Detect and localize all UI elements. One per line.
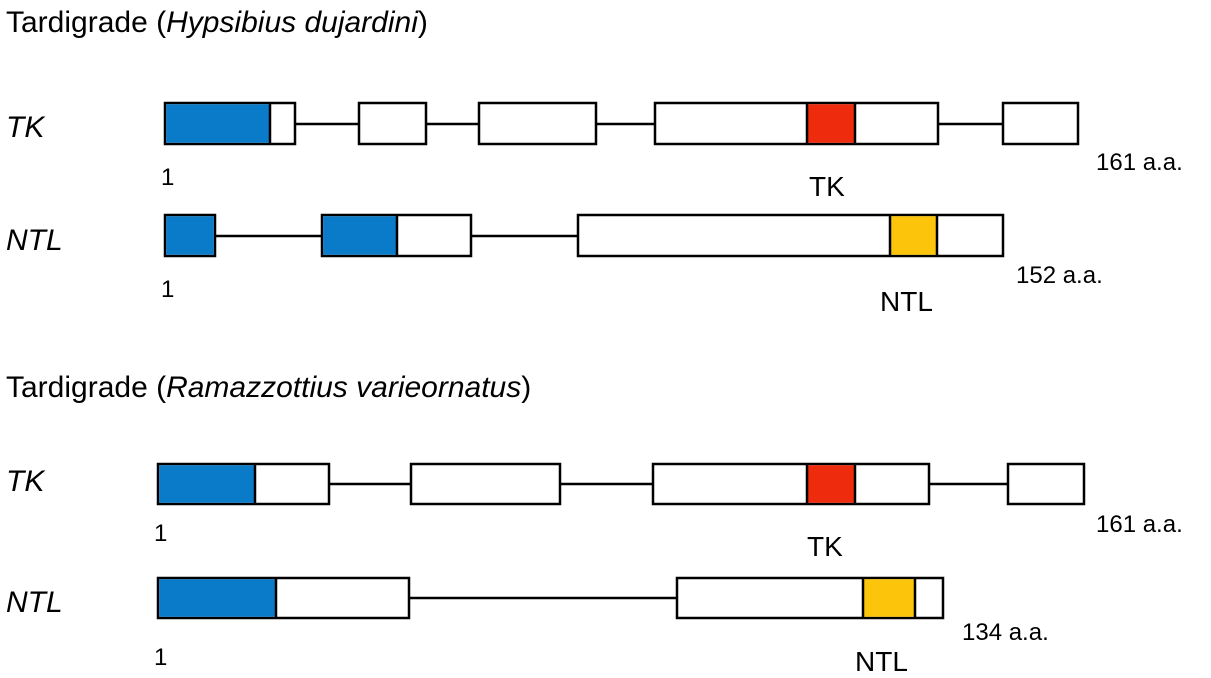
exon-2 bbox=[409, 462, 562, 506]
ntl-domain bbox=[863, 579, 915, 617]
length-label: 152 a.a. bbox=[1016, 262, 1103, 289]
gene-name-rv-tk: TK bbox=[6, 465, 46, 498]
exon-3 bbox=[651, 462, 931, 506]
blue-region bbox=[166, 216, 214, 255]
gene-model-hd-tk bbox=[163, 101, 1080, 146]
exon-3 bbox=[576, 213, 1005, 258]
blue-region bbox=[159, 579, 277, 617]
blue-region bbox=[159, 465, 256, 503]
tk-domain bbox=[807, 465, 855, 503]
length-label: 134 a.a. bbox=[962, 619, 1049, 646]
gene-model-rv-tk bbox=[156, 462, 1086, 506]
gene-name-hd-ntl: NTL bbox=[6, 224, 63, 257]
domain-label-tk: TK bbox=[807, 531, 843, 562]
section-title-ramazzottius: Tardigrade (Ramazzottius varieornatus) bbox=[6, 371, 531, 404]
gene-name-rv-ntl: NTL bbox=[6, 586, 63, 619]
length-label: 161 a.a. bbox=[1096, 149, 1183, 176]
exon-2 bbox=[357, 101, 428, 146]
start-label: 1 bbox=[161, 164, 174, 191]
tk-domain bbox=[807, 104, 855, 143]
gene-model-rv-ntl bbox=[156, 576, 945, 620]
exon-5 bbox=[1001, 101, 1080, 146]
domain-label-ntl: NTL bbox=[880, 286, 933, 317]
exon-4 bbox=[653, 101, 940, 146]
section-title-hypsibius: Tardigrade (Hypsibius dujardini) bbox=[6, 6, 428, 39]
start-label: 1 bbox=[154, 644, 167, 671]
length-label: 161 a.a. bbox=[1096, 511, 1183, 538]
exon-4 bbox=[1006, 462, 1086, 506]
exon-3 bbox=[477, 101, 598, 146]
blue-region bbox=[323, 216, 398, 255]
start-label: 1 bbox=[161, 276, 174, 303]
gene-name-hd-tk: TK bbox=[6, 111, 46, 144]
gene-model-hd-ntl bbox=[163, 213, 1005, 258]
blue-region bbox=[166, 104, 271, 143]
domain-label-ntl: NTL bbox=[855, 646, 908, 677]
domain-label-tk: TK bbox=[809, 171, 845, 202]
ntl-domain bbox=[890, 216, 937, 255]
start-label: 1 bbox=[154, 520, 167, 547]
